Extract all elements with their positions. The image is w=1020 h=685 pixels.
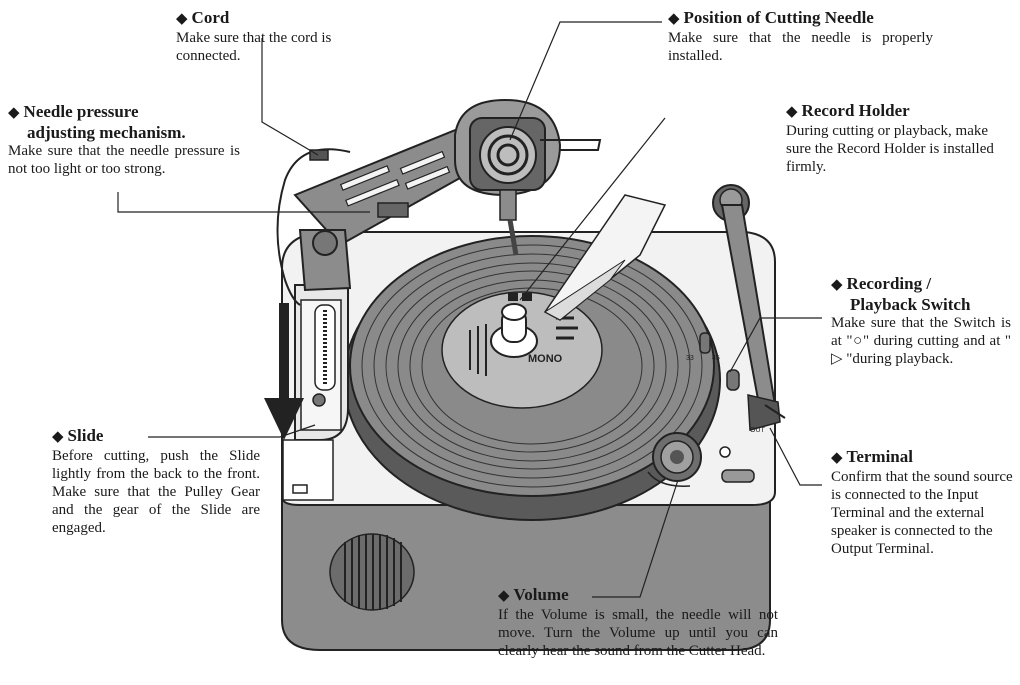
diamond-icon: ◆ xyxy=(831,277,843,293)
record-holder-body: During cutting or playback, make sure th… xyxy=(786,122,1016,176)
input-jack xyxy=(720,447,730,457)
speed-45-label: 45 xyxy=(712,355,720,362)
callout-needle-position: ◆Position of Cutting Needle Make sure th… xyxy=(668,8,933,65)
callout-volume: ◆Volume If the Volume is small, the need… xyxy=(498,585,778,660)
needle-pressure-title-2: adjusting mechanism. xyxy=(8,123,240,142)
out-label: OUT xyxy=(750,427,766,434)
needle-pressure-title-1: Needle pressure xyxy=(24,102,139,121)
terminal-title: Terminal xyxy=(847,447,913,466)
diamond-icon: ◆ xyxy=(498,588,510,604)
callout-needle-pressure: ◆Needle pressure adjusting mechanism. Ma… xyxy=(8,102,240,178)
diamond-icon: ◆ xyxy=(668,11,680,27)
callout-slide: ◆Slide Before cutting, push the Slide li… xyxy=(52,426,260,537)
switch-body: Make sure that the Switch is at "○" duri… xyxy=(831,314,1011,368)
callout-switch: ◆Recording / Playback Switch Make sure t… xyxy=(831,274,1011,368)
terminal-body: Confirm that the sound source is connect… xyxy=(831,468,1016,558)
switch-title-2: Playback Switch xyxy=(831,295,1011,314)
speed-switch xyxy=(700,333,710,353)
diamond-icon: ◆ xyxy=(52,429,64,445)
rec-play-switch xyxy=(727,370,739,390)
needle-position-title: Position of Cutting Needle xyxy=(684,8,874,27)
slide-title: Slide xyxy=(68,426,104,445)
record-holder-title: Record Holder xyxy=(802,101,910,120)
speed-33-label: 33 xyxy=(686,355,694,362)
callout-cord: ◆Cord Make sure that the cord is connect… xyxy=(176,8,356,65)
leader-terminal xyxy=(770,428,822,485)
output-terminal xyxy=(722,470,754,482)
callout-record-holder: ◆Record Holder During cutting or playbac… xyxy=(786,101,1016,176)
needle-position-body: Make sure that the needle is properly in… xyxy=(668,29,933,65)
needle-pressure-body: Make sure that the needle pressure is no… xyxy=(8,142,240,178)
switch-title-1: Recording / xyxy=(847,274,932,293)
speaker-grille xyxy=(330,534,414,610)
diamond-icon: ◆ xyxy=(8,105,20,121)
volume-body: If the Volume is small, the needle will … xyxy=(498,606,778,660)
diamond-icon: ◆ xyxy=(176,11,188,27)
label-mono: MONO xyxy=(528,353,563,365)
cord-body: Make sure that the cord is connected. xyxy=(176,29,356,65)
cord-title: Cord xyxy=(192,8,230,27)
slide-body: Before cutting, push the Slide lightly f… xyxy=(52,447,260,537)
diamond-icon: ◆ xyxy=(831,450,843,466)
volume-title: Volume xyxy=(514,585,569,604)
diamond-icon: ◆ xyxy=(786,104,798,120)
callout-terminal: ◆Terminal Confirm that the sound source … xyxy=(831,447,1016,558)
